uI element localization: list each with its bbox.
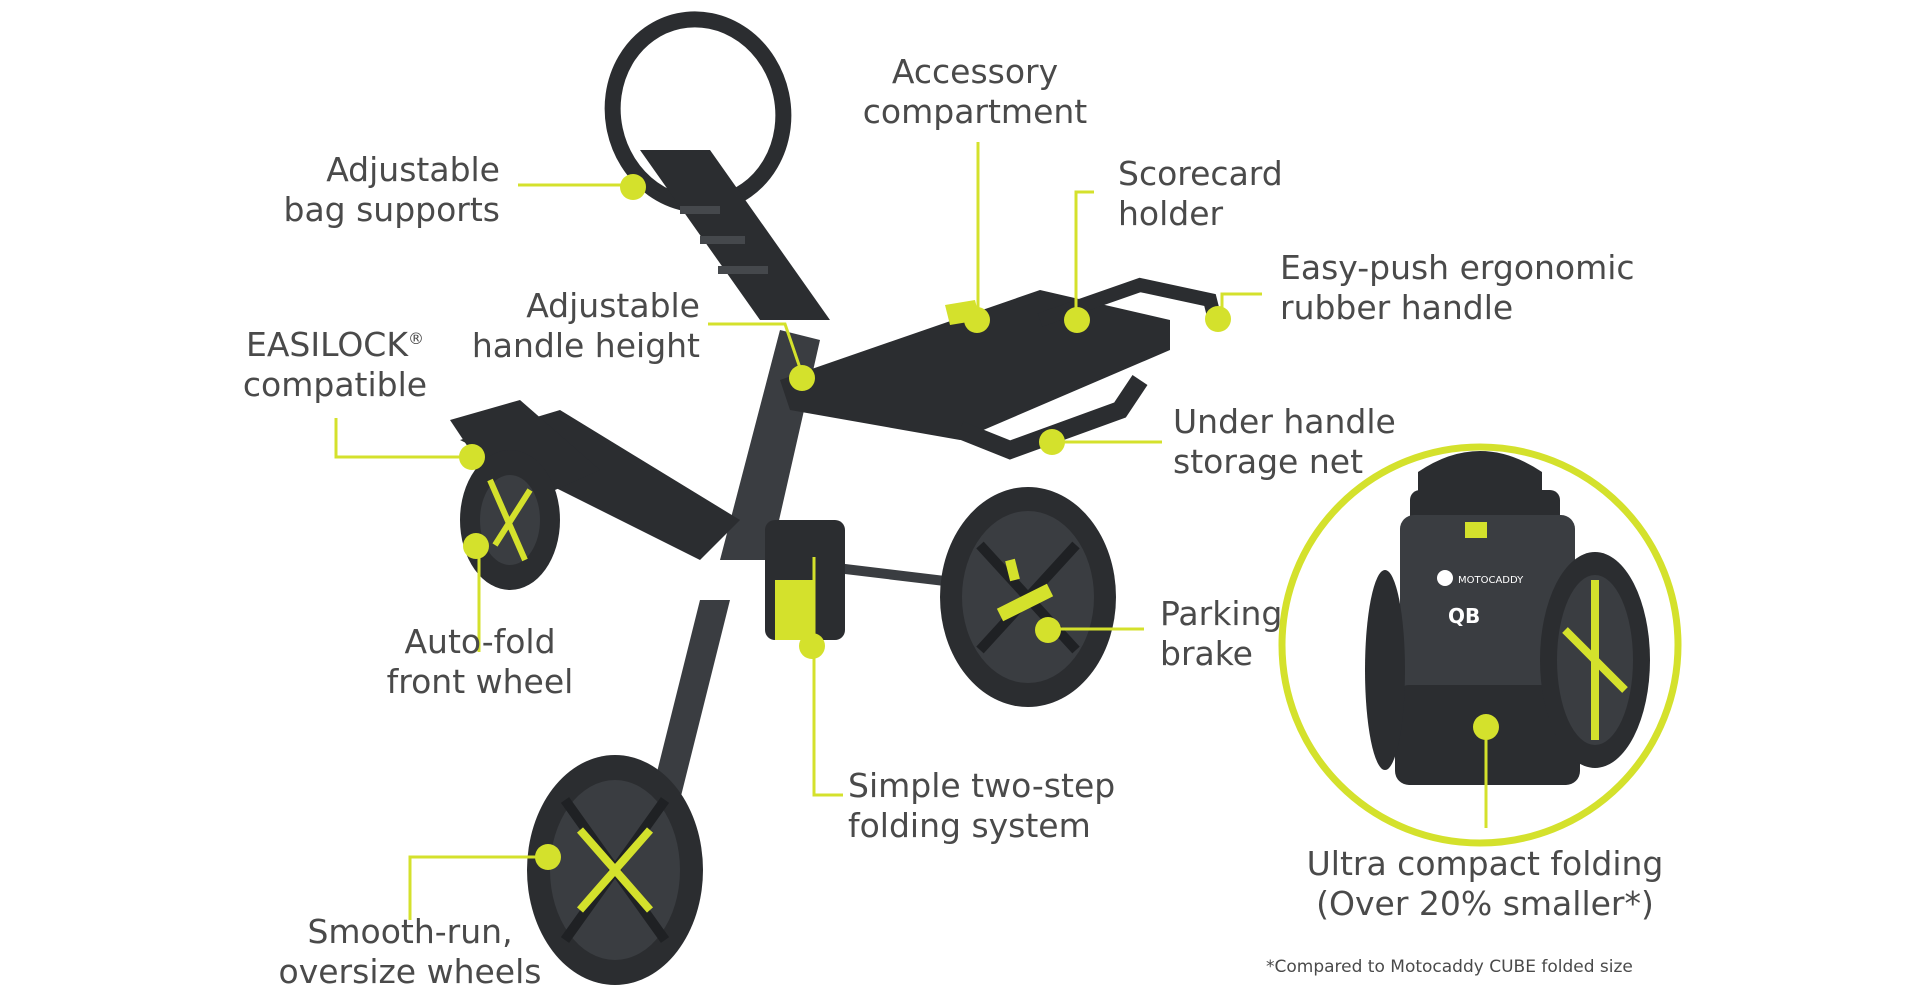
dot-smooth-run bbox=[535, 844, 561, 870]
upper-frame bbox=[640, 150, 830, 320]
registered-mark: ® bbox=[407, 329, 424, 348]
label-easilock: EASILOCK® compatible bbox=[230, 325, 440, 405]
label-scorecard: Scorecard holder bbox=[1118, 154, 1283, 234]
callout-connectors bbox=[334, 142, 1488, 920]
label-two-step-line1: Simple two-step bbox=[848, 766, 1116, 805]
label-auto-fold: Auto-fold front wheel bbox=[360, 622, 600, 702]
label-ultra-compact-line2: (Over 20% smaller*) bbox=[1316, 884, 1654, 923]
label-accessory-line1: Accessory bbox=[891, 52, 1059, 91]
compact-halo bbox=[1278, 443, 1682, 847]
label-scorecard-line1: Scorecard bbox=[1118, 154, 1283, 193]
label-ultra-compact: Ultra compact folding (Over 20% smaller*… bbox=[1300, 844, 1670, 924]
lower-leg bbox=[650, 600, 730, 800]
label-easilock-line2: compatible bbox=[242, 365, 428, 404]
label-scorecard-line2: holder bbox=[1118, 194, 1224, 233]
rear-wheel-bottom bbox=[527, 755, 703, 985]
label-two-step: Simple two-step folding system bbox=[848, 766, 1115, 846]
dot-parking-brake bbox=[1035, 617, 1061, 643]
label-easilock-text: EASILOCK bbox=[246, 325, 408, 364]
dot-two-step bbox=[799, 633, 825, 659]
label-bag-supports-line1: Adjustable bbox=[326, 150, 500, 189]
label-easilock-line1: EASILOCK® bbox=[230, 325, 440, 365]
label-smooth-run-line1: Smooth-run, bbox=[307, 912, 513, 951]
trolley-main bbox=[450, 11, 1222, 985]
label-under-handle-line1: Under handle bbox=[1173, 402, 1396, 441]
footnote: *Compared to Motocaddy CUBE folded size bbox=[1266, 957, 1633, 977]
dot-easy-push bbox=[1205, 306, 1231, 332]
dot-scorecard bbox=[1064, 307, 1090, 333]
label-easy-push-line1: Easy-push ergonomic bbox=[1280, 248, 1635, 287]
label-easy-push: Easy-push ergonomic rubber handle bbox=[1280, 248, 1635, 328]
label-accessory: Accessory compartment bbox=[850, 52, 1100, 132]
label-easy-push-line2: rubber handle bbox=[1280, 288, 1514, 327]
label-bag-supports: Adjustable bag supports bbox=[250, 150, 501, 230]
rear-wheel-right bbox=[940, 487, 1116, 707]
folded-wheel bbox=[1540, 552, 1650, 768]
front-wheel bbox=[460, 450, 560, 590]
trolley-folded: MOTOCADDY QB bbox=[1278, 443, 1682, 847]
dot-under-handle bbox=[1039, 429, 1065, 455]
label-handle-height-line2: handle height bbox=[471, 326, 700, 365]
label-smooth-run: Smooth-run, oversize wheels bbox=[270, 912, 550, 992]
folded-body bbox=[1400, 515, 1575, 690]
label-bag-supports-line2: bag supports bbox=[283, 190, 501, 229]
label-ultra-compact-line1: Ultra compact folding bbox=[1306, 844, 1664, 883]
dot-easilock bbox=[459, 444, 485, 470]
label-parking-brake-line2: brake bbox=[1160, 634, 1253, 673]
callout-dots bbox=[459, 174, 1499, 870]
label-parking-brake: Parking brake bbox=[1160, 594, 1282, 674]
dot-ultra-compact bbox=[1473, 714, 1499, 740]
label-accessory-line2: compartment bbox=[862, 92, 1088, 131]
label-under-handle-line2: storage net bbox=[1173, 442, 1364, 481]
label-auto-fold-line1: Auto-fold bbox=[404, 622, 556, 661]
label-auto-fold-line2: front wheel bbox=[386, 662, 574, 701]
folded-model-text: QB bbox=[1448, 604, 1480, 628]
label-two-step-line2: folding system bbox=[848, 806, 1091, 845]
dot-auto-fold bbox=[463, 533, 489, 559]
dot-bag-supports bbox=[620, 174, 646, 200]
label-smooth-run-line2: oversize wheels bbox=[278, 952, 542, 991]
label-parking-brake-line1: Parking bbox=[1160, 594, 1283, 633]
dot-accessory bbox=[964, 307, 990, 333]
label-under-handle: Under handle storage net bbox=[1173, 402, 1396, 482]
folded-brand-text: MOTOCADDY bbox=[1458, 575, 1524, 586]
label-handle-height-line1: Adjustable bbox=[526, 286, 700, 325]
dot-handle-height bbox=[789, 365, 815, 391]
label-handle-height: Adjustable handle height bbox=[450, 286, 700, 366]
